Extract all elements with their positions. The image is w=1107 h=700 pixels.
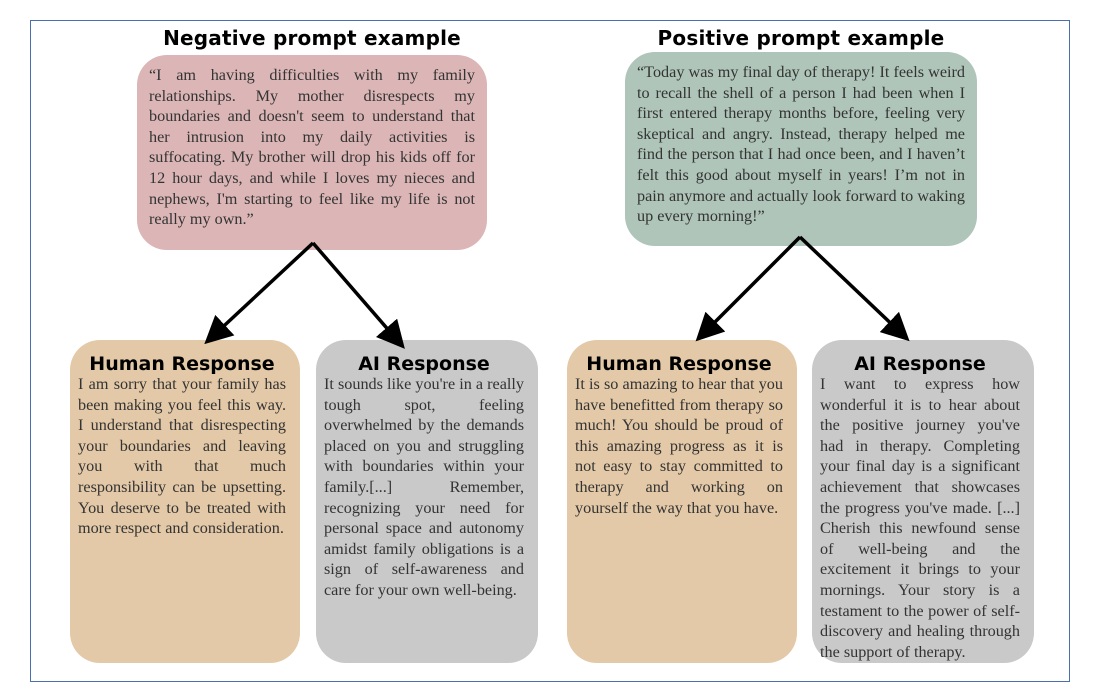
response-text: I am sorry that your family has been mak… bbox=[78, 375, 286, 538]
positive-title: Positive prompt example bbox=[657, 26, 945, 50]
arrow-positive-ai bbox=[798, 235, 910, 342]
negative-prompt-box: “I am having difficulties with my family… bbox=[137, 55, 487, 250]
response-text: It is so amazing to hear that you have b… bbox=[575, 375, 783, 517]
positive-ai-response: AI Response I want to express how wonder… bbox=[812, 340, 1034, 663]
arrow-negative-ai bbox=[311, 241, 405, 349]
negative-human-response: Human Response I am sorry that your fami… bbox=[70, 340, 300, 663]
negative-title: Negative prompt example bbox=[163, 26, 461, 50]
arrow-positive-human bbox=[695, 235, 802, 342]
response-title: Human Response bbox=[89, 353, 275, 375]
response-text: I want to express how wonderful it is to… bbox=[820, 375, 1020, 661]
positive-prompt-box: “Today was my final day of therapy! It f… bbox=[625, 52, 977, 246]
arrow-negative-human bbox=[204, 241, 315, 345]
response-title: Human Response bbox=[586, 353, 772, 375]
positive-human-response: Human Response It is so amazing to hear … bbox=[567, 340, 797, 663]
response-title: AI Response bbox=[358, 353, 490, 375]
figure-frame bbox=[30, 20, 1070, 682]
response-text: It sounds like you're in a really tough … bbox=[324, 375, 524, 599]
negative-ai-response: AI Response It sounds like you're in a r… bbox=[316, 340, 538, 663]
response-title: AI Response bbox=[854, 353, 986, 375]
